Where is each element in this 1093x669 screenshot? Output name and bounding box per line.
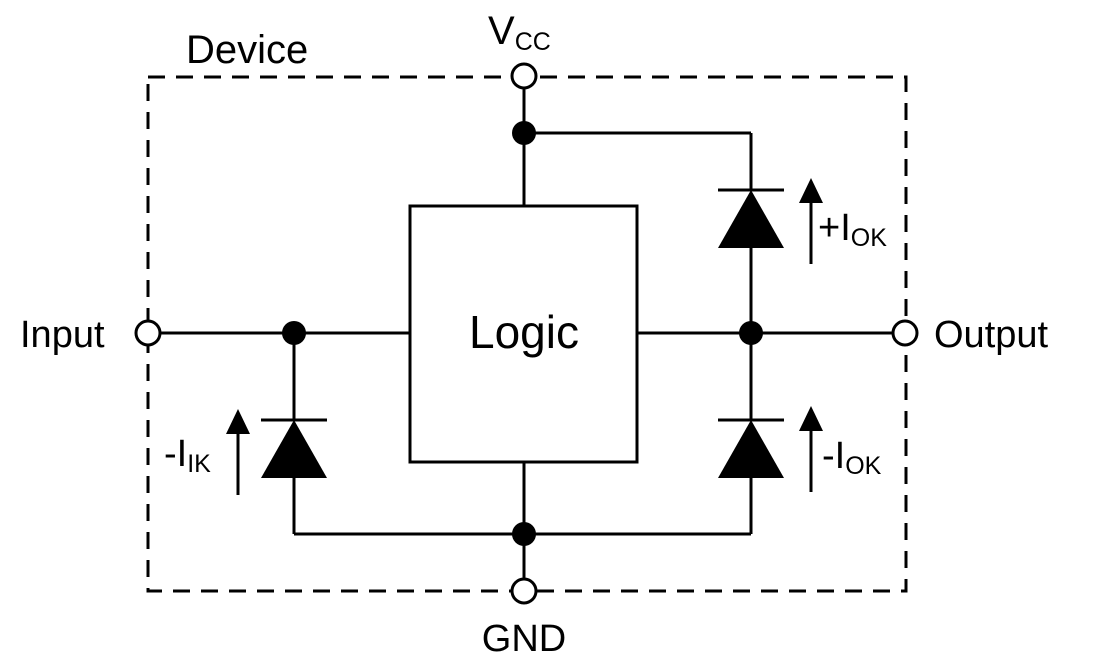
- vcc-pin: [510, 62, 538, 90]
- gnd-label: GND: [482, 618, 566, 660]
- diode-input-gnd: [261, 418, 327, 478]
- plus-iok-main: +I: [818, 207, 851, 249]
- gnd-pin: [510, 577, 538, 605]
- minus-iik-arrow: [226, 409, 250, 495]
- minus-iik-label: -IIK: [164, 433, 211, 478]
- vcc-label-sub: CC: [515, 28, 551, 56]
- plus-iok-sub: OK: [851, 224, 887, 252]
- vcc-label-main: V: [488, 9, 515, 53]
- minus-iik-main: -I: [164, 433, 187, 475]
- logic-label: Logic: [469, 306, 579, 358]
- diode-vcc-output: [718, 188, 784, 248]
- junction-output: [739, 321, 763, 345]
- minus-iok-label: -IOK: [822, 435, 882, 480]
- output-label: Output: [934, 314, 1049, 356]
- input-label: Input: [20, 314, 105, 356]
- diode-output-gnd: [718, 418, 784, 478]
- device-label: Device: [186, 28, 308, 72]
- vcc-label: VCC: [488, 9, 551, 56]
- plus-iok-arrow: [799, 178, 823, 264]
- minus-iok-sub: OK: [845, 452, 881, 480]
- input-pin: [134, 319, 162, 347]
- junction-input: [282, 321, 306, 345]
- output-pin: [891, 319, 919, 347]
- junction-vcc: [512, 121, 536, 145]
- minus-iik-sub: IK: [187, 450, 211, 478]
- plus-iok-label: +IOK: [818, 207, 887, 252]
- minus-iok-main: -I: [822, 435, 845, 477]
- minus-iok-arrow: [799, 406, 823, 492]
- junction-gnd: [512, 522, 536, 546]
